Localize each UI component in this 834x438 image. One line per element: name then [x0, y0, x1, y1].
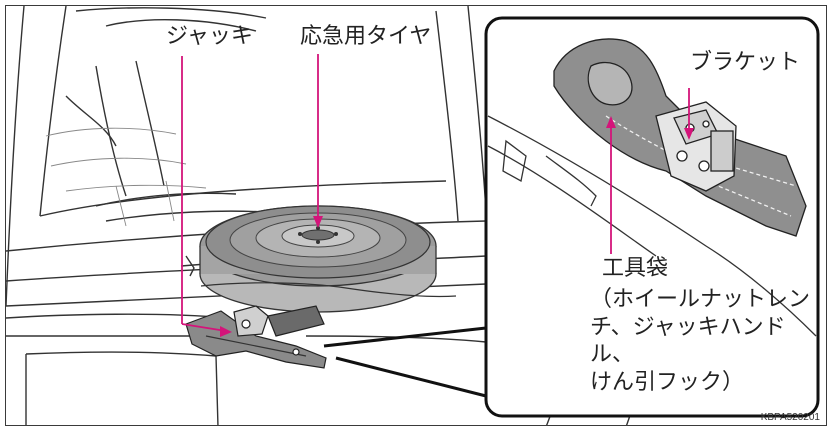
jack-label: ジャッキ [166, 24, 253, 49]
leader-lines [181, 54, 690, 332]
spare-tire-arrowhead [313, 216, 323, 228]
bracket-shape [655, 101, 737, 192]
tool-bag-label: 工具袋 [602, 256, 669, 281]
spare-tire [199, 205, 437, 313]
tool-bag-arrowhead [606, 116, 616, 128]
bracket-label: ブラケット [690, 50, 801, 75]
callout-panel [323, 16, 820, 418]
tool-tray-outline [200, 282, 457, 298]
bracket-arrowhead [684, 128, 694, 140]
tool-bag-contents-label: （ホイールナットレン チ、ジャッキハンドル、 けん引フック） [590, 287, 811, 395]
floor-detail [45, 127, 207, 227]
jack-leader-tip [181, 323, 227, 332]
figure-code: KBPA520201 [760, 412, 820, 423]
jack-arrowhead [220, 326, 232, 337]
leader-arrowheads [220, 116, 694, 337]
figure-frame: ジャッキ 応急用タイヤ ブラケット 工具袋 （ホイールナットレン チ、ジャッキハ… [5, 5, 827, 426]
spare-tire-label: 応急用タイヤ [300, 24, 432, 49]
jack-shape [185, 305, 327, 369]
trunk-illustration [6, 6, 820, 425]
callout-detail [487, 115, 817, 337]
